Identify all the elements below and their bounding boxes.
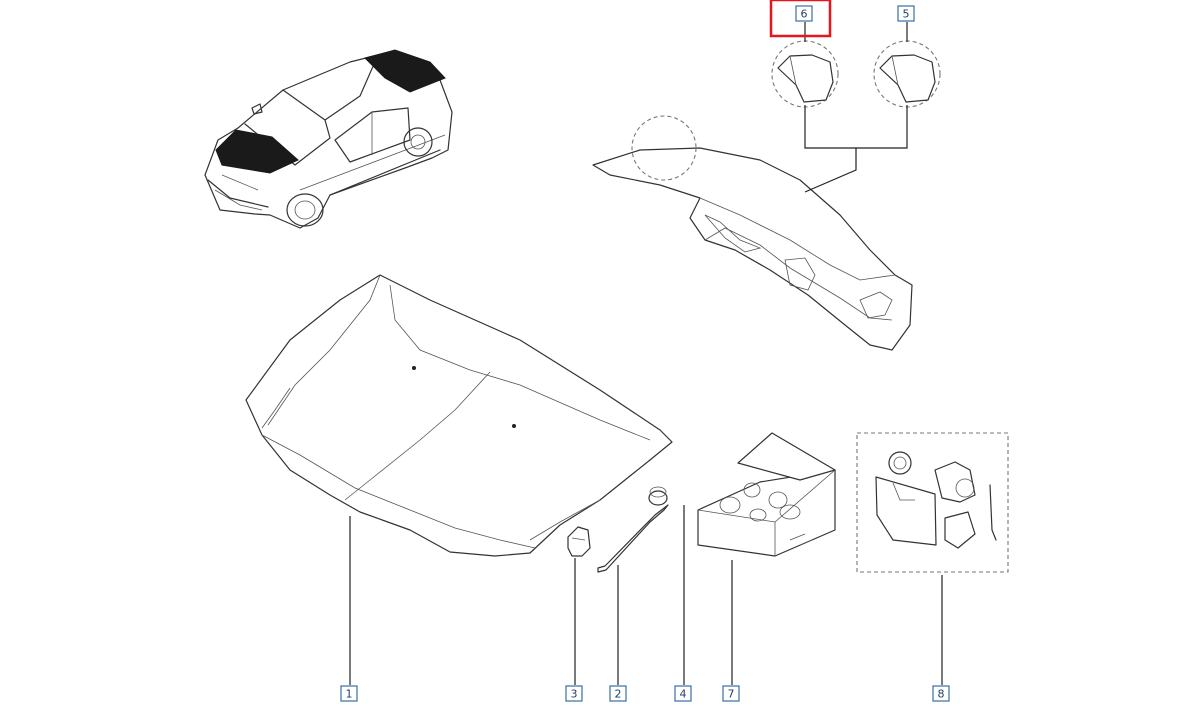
grommet-part-4 xyxy=(648,486,668,506)
callout-6-highlight xyxy=(769,0,832,38)
detail-view-5 xyxy=(873,40,941,108)
clip-part-3 xyxy=(567,526,591,557)
callout-3[interactable]: 3 xyxy=(565,685,583,702)
callout-2[interactable]: 2 xyxy=(609,685,627,702)
lock-kit-part-8 xyxy=(856,432,1009,573)
car-overview xyxy=(204,49,453,229)
prop-rod-part-2 xyxy=(597,504,669,573)
callout-6[interactable]: 6 xyxy=(795,5,813,22)
hood-part xyxy=(245,274,673,557)
trunk-lid-part xyxy=(592,115,913,351)
callout-7-number: 7 xyxy=(728,688,735,701)
callout-2-number: 2 xyxy=(615,688,622,701)
callout-3-number: 3 xyxy=(571,688,578,701)
callout-8[interactable]: 8 xyxy=(932,685,950,702)
callout-1[interactable]: 1 xyxy=(340,685,358,702)
callout-4[interactable]: 4 xyxy=(674,685,692,702)
leader-5-6-bracket xyxy=(804,105,908,193)
detail-view-6 xyxy=(771,40,839,108)
fastener-box-part-7 xyxy=(697,432,836,557)
callout-5-number: 5 xyxy=(903,8,910,21)
callout-7[interactable]: 7 xyxy=(722,685,740,702)
callout-1-number: 1 xyxy=(346,688,353,701)
callout-8-number: 8 xyxy=(938,688,945,701)
callout-5[interactable]: 5 xyxy=(897,5,915,22)
callout-4-number: 4 xyxy=(680,688,687,701)
callout-6-number: 6 xyxy=(801,8,808,21)
